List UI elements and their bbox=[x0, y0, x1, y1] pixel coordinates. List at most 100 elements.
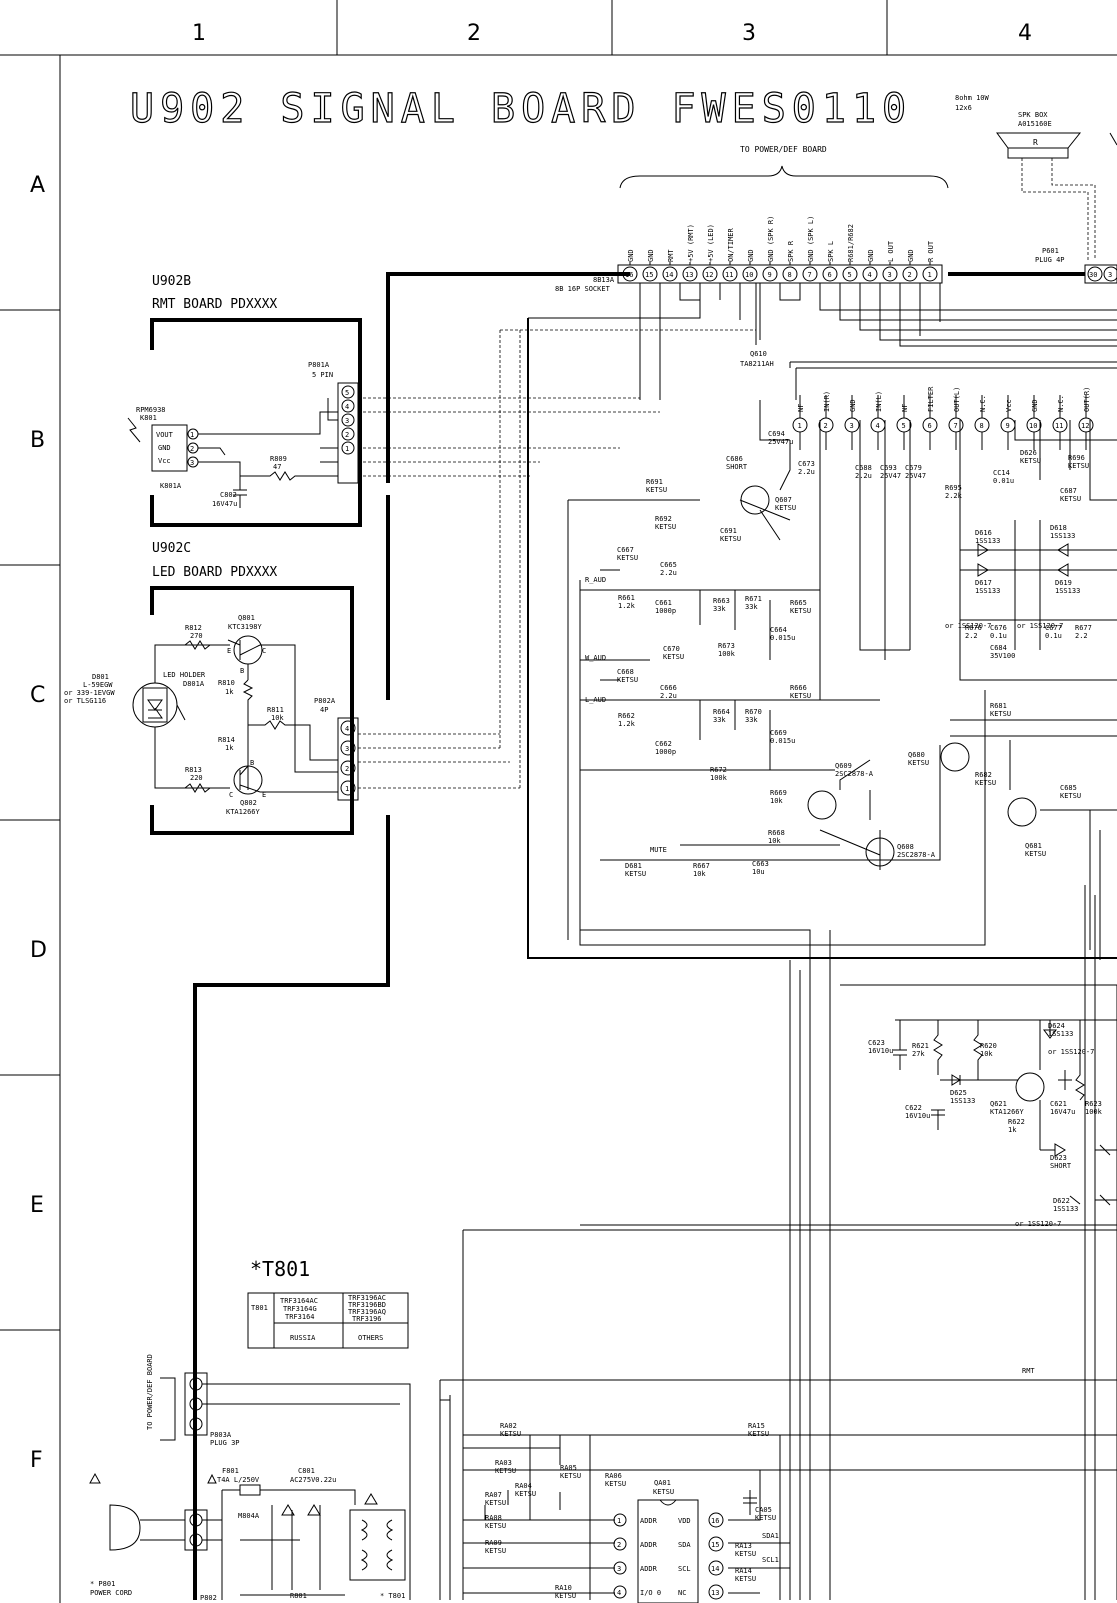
r811-ref: R811 bbox=[267, 706, 284, 714]
led-holder-ref: D801A bbox=[183, 680, 205, 688]
value-c663: 10u bbox=[752, 868, 765, 876]
p601-pin-30: 30 bbox=[1089, 271, 1097, 279]
label-ra02: RA02 bbox=[500, 1422, 517, 1430]
r812-val: 270 bbox=[190, 632, 203, 640]
p802a-pin-1 bbox=[340, 780, 356, 796]
label-r677: R677 bbox=[1075, 624, 1092, 632]
alt-1ss120-d: or 1SS120-7 bbox=[1048, 1048, 1094, 1056]
svg-text:B: B bbox=[250, 759, 254, 767]
value-ra09: KETSU bbox=[485, 1547, 506, 1555]
led-board-ref: U902C bbox=[152, 541, 191, 556]
label-r672: R672 bbox=[710, 766, 727, 774]
socket-pin-2 bbox=[902, 266, 918, 282]
p802a-name: P802A bbox=[314, 697, 336, 705]
warning-icons bbox=[281, 1493, 378, 1516]
label-r691: R691 bbox=[646, 478, 663, 486]
value-c694: 25V47u bbox=[768, 438, 793, 446]
socket-signal-13: +5V (RMT) bbox=[687, 224, 695, 262]
socket-signal-7: GND (SPK L) bbox=[807, 216, 815, 262]
socket-pin-10 bbox=[742, 266, 758, 282]
q621-transistor bbox=[1015, 1072, 1045, 1102]
label-r662: R662 bbox=[618, 712, 635, 720]
ic-signal-7: OUT(L) bbox=[953, 387, 961, 412]
socket-signal-1: R OUT bbox=[927, 240, 935, 262]
ic-signal-4: IN(L) bbox=[875, 391, 883, 412]
label-d616: D616 bbox=[975, 529, 992, 537]
label-ra05: RA05 bbox=[560, 1464, 577, 1472]
ic-signal-8: N.C. bbox=[979, 395, 987, 412]
value-r666: KETSU bbox=[790, 692, 811, 700]
grid-col-2: 2 bbox=[467, 21, 481, 46]
socket-signal-9: GND (SPK R) bbox=[767, 216, 775, 262]
label-cc14: CC14 bbox=[993, 469, 1010, 477]
socket-signal-16: GND bbox=[627, 249, 635, 262]
q681-transistor bbox=[1007, 797, 1037, 827]
svg-text:9: 9 bbox=[1006, 422, 1010, 430]
ic-signal-9: Vcc bbox=[1005, 399, 1013, 412]
p601-pin-3: 3 bbox=[1108, 271, 1112, 279]
socket-pin-15 bbox=[642, 266, 658, 282]
value-c664: 0.015u bbox=[770, 634, 795, 642]
p801a-pin-2 bbox=[341, 427, 355, 441]
label-c623: C623 bbox=[868, 1039, 885, 1047]
svg-text:2: 2 bbox=[617, 1541, 621, 1549]
label-d625: D625 bbox=[950, 1089, 967, 1097]
label-c670: C670 bbox=[663, 645, 680, 653]
svg-text:4: 4 bbox=[617, 1589, 621, 1597]
page-title: U902 SIGNAL BOARD FWES0110 bbox=[130, 86, 912, 132]
value-c623: 16V10u bbox=[868, 1047, 893, 1055]
t801-col-others: OTHERS bbox=[358, 1334, 383, 1342]
label-ra03: RA03 bbox=[495, 1459, 512, 1467]
label-r665: R665 bbox=[790, 599, 807, 607]
p802-ref: P802 bbox=[200, 1594, 217, 1602]
ic-signal-12: OUT(R) bbox=[1083, 387, 1091, 412]
label-ra04: RA04 bbox=[515, 1482, 532, 1490]
sensor-part: RPM6938 bbox=[136, 406, 166, 414]
value-c621: 16V47u bbox=[1050, 1108, 1075, 1116]
value-d616: 1SS133 bbox=[975, 537, 1000, 545]
value-ra15: KETSU bbox=[748, 1430, 769, 1438]
svg-text:12: 12 bbox=[1081, 422, 1089, 430]
label-r663: R663 bbox=[713, 597, 730, 605]
qa01-pin-15 bbox=[708, 1536, 724, 1552]
value-d681: KETSU bbox=[625, 870, 646, 878]
qa01-pin-label-14: SCL bbox=[678, 1565, 691, 1573]
scl1-label: SCL1 bbox=[762, 1556, 779, 1564]
svg-text:5: 5 bbox=[193, 1381, 197, 1389]
label-c693: C693 bbox=[880, 464, 897, 472]
p801a-desc: 5 PIN bbox=[312, 371, 333, 379]
label-c677: C677 bbox=[1045, 624, 1062, 632]
svg-text:3: 3 bbox=[193, 1421, 197, 1429]
value-r661: 1.2k bbox=[618, 602, 636, 610]
t801-bottom-ref: * T801 bbox=[380, 1592, 405, 1600]
led-icon bbox=[132, 682, 178, 728]
value-d626: KETSU bbox=[1020, 457, 1041, 465]
value-r662: 1.2k bbox=[618, 720, 636, 728]
socket-pin-9 bbox=[762, 266, 778, 282]
socket-pin-13 bbox=[682, 266, 698, 282]
svg-text:3: 3 bbox=[617, 1565, 621, 1573]
label-c684: C684 bbox=[990, 644, 1007, 652]
svg-text:2: 2 bbox=[824, 422, 828, 430]
value-r663: 33k bbox=[713, 605, 726, 613]
r812-ref: R812 bbox=[185, 624, 202, 632]
socket-signal-12: +5V (LED) bbox=[707, 224, 715, 262]
value-r664: 33k bbox=[713, 716, 726, 724]
grid-col-3: 3 bbox=[742, 21, 756, 46]
value-q681: KETSU bbox=[1025, 850, 1046, 858]
label-r669: R669 bbox=[770, 789, 787, 797]
line-filter-t801 bbox=[349, 1509, 406, 1581]
svg-text:3: 3 bbox=[345, 417, 349, 425]
svg-text:3: 3 bbox=[850, 422, 854, 430]
warning-icon bbox=[207, 1473, 217, 1484]
svg-text:15: 15 bbox=[711, 1541, 719, 1549]
sensor-pin-vout: VOUT bbox=[156, 431, 174, 439]
remote-sensor bbox=[151, 424, 188, 472]
speaker-spec: 8ohm 10W bbox=[955, 94, 990, 102]
ic-signal-6: FILTER bbox=[927, 386, 935, 412]
value-d623: SHORT bbox=[1050, 1162, 1072, 1170]
led-alt2: or TLSG116 bbox=[64, 697, 106, 705]
qa01-pin-label-3: ADDR bbox=[640, 1565, 658, 1573]
